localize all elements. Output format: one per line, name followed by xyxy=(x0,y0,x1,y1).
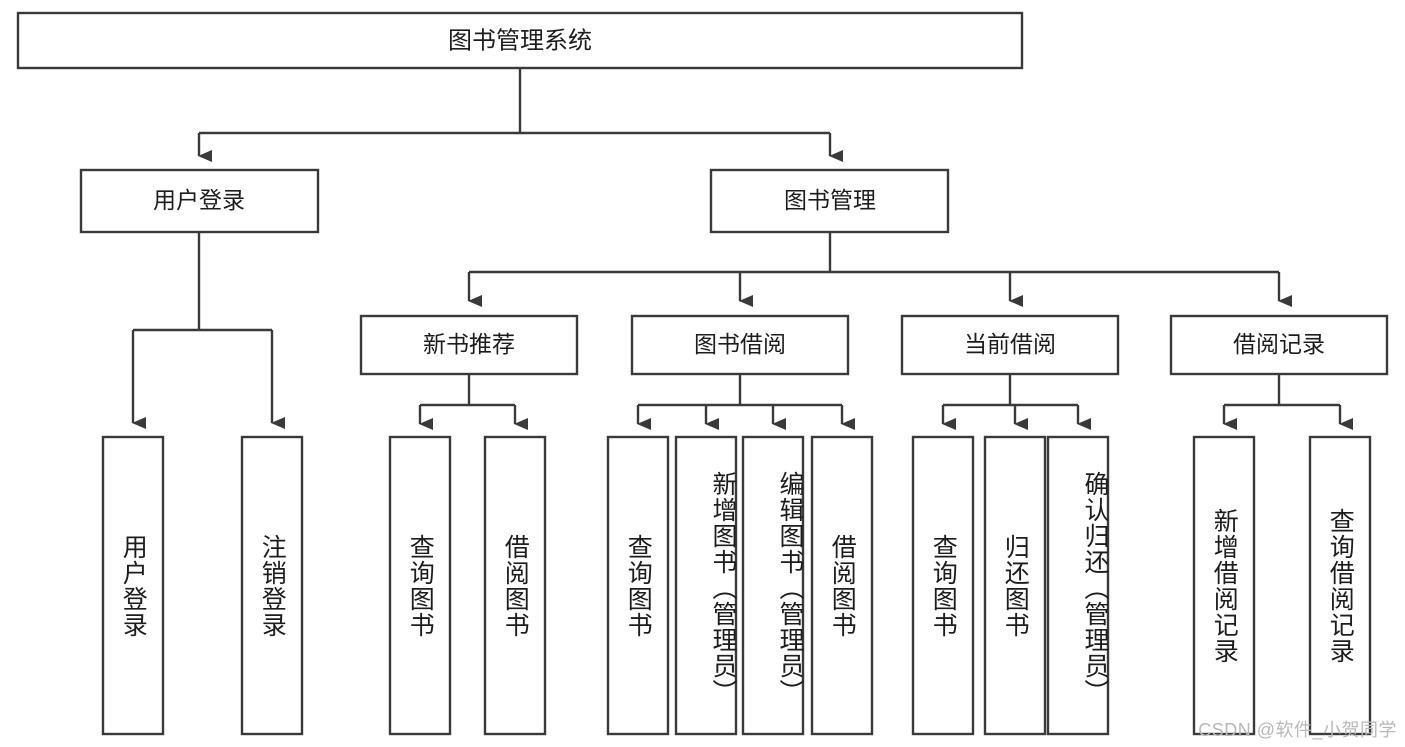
leaf-box-query-record[interactable] xyxy=(1308,435,1372,736)
connector-borrow-to-leaves xyxy=(636,374,855,430)
node-root[interactable]: 图书管理系统 xyxy=(16,11,1024,70)
leaf-box-user-login[interactable] xyxy=(101,435,165,736)
leaf-box-query-book-3[interactable] xyxy=(911,435,975,736)
node-current-borrow[interactable]: 当前借阅 xyxy=(900,314,1120,376)
leaf-box-query-book-1[interactable] xyxy=(388,435,452,736)
connector-record-to-leaves xyxy=(1222,374,1353,430)
node-user-login[interactable]: 用户登录 xyxy=(79,168,320,234)
node-borrow-record[interactable]: 借阅记录 xyxy=(1169,314,1389,376)
csdn-watermark: CSDN @软件_小贺同学 xyxy=(1198,720,1397,740)
leaf-box-query-book-2[interactable] xyxy=(606,435,670,736)
node-book-borrow[interactable]: 图书借阅 xyxy=(630,314,850,376)
leaf-box-add-record[interactable] xyxy=(1192,435,1256,736)
connector-user-login-to-leaves xyxy=(131,232,285,429)
node-root-label: 图书管理系统 xyxy=(448,27,592,54)
leaf-box-borrow-book-1[interactable] xyxy=(483,435,547,736)
leaf-box-logout[interactable] xyxy=(240,435,304,736)
connector-book-mgmt-to-level3 xyxy=(467,232,1292,307)
node-book-borrow-label: 图书借阅 xyxy=(694,331,786,357)
node-new-book-recommend[interactable]: 新书推荐 xyxy=(359,314,579,376)
leaf-box-return-book[interactable] xyxy=(983,435,1047,736)
leaf-box-edit-book[interactable] xyxy=(741,435,805,736)
node-user-login-label: 用户登录 xyxy=(153,187,245,213)
connector-recommend-to-leaves xyxy=(418,374,528,430)
connector-root-to-level2 xyxy=(197,68,843,162)
connector-current-to-leaves xyxy=(941,374,1091,430)
leaf-box-add-book[interactable] xyxy=(674,435,738,736)
node-borrow-record-label: 借阅记录 xyxy=(1233,331,1325,357)
leaf-box-confirm-return[interactable] xyxy=(1046,435,1110,736)
node-new-book-recommend-label: 新书推荐 xyxy=(423,331,515,357)
node-book-management-label: 图书管理 xyxy=(784,187,876,213)
node-book-management[interactable]: 图书管理 xyxy=(709,168,950,234)
node-current-borrow-label: 当前借阅 xyxy=(964,331,1056,357)
leaf-box-borrow-book-2[interactable] xyxy=(810,435,874,736)
